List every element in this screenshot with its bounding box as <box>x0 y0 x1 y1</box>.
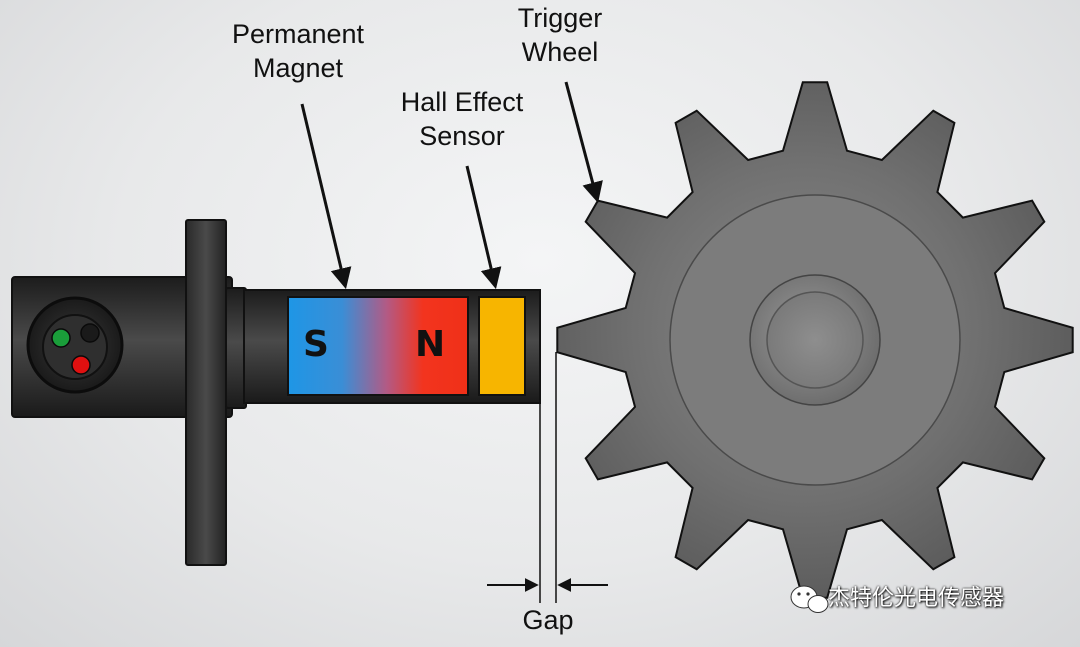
permanent-magnet-label: Permanent Magnet <box>218 18 378 86</box>
permanent-magnet <box>287 296 469 396</box>
hall-effect-sensor-label-line2: Sensor <box>419 120 505 151</box>
trigger-wheel <box>556 81 1074 599</box>
trigger-wheel-label-line2: Wheel <box>521 36 599 67</box>
permanent-magnet-label-line2: Magnet <box>252 52 344 83</box>
wheel-bore <box>766 291 864 389</box>
south-pole-label: S <box>303 324 329 365</box>
hall-effect-chip <box>478 296 526 396</box>
gap-dimension <box>487 352 608 603</box>
magnet-pointer-arrow <box>300 103 352 290</box>
trigger-wheel-label: Trigger Wheel <box>500 2 620 70</box>
gap-label: Gap <box>522 605 574 635</box>
connector-pin-green <box>51 328 71 348</box>
sensor-pointer-arrow <box>465 165 502 290</box>
north-pole-label: N <box>415 324 446 365</box>
trigger-wheel-label-line1: Trigger <box>517 3 603 33</box>
connector-pin-red <box>71 355 91 375</box>
wechat-icon <box>790 585 829 613</box>
connector-pin-black <box>80 323 100 343</box>
hall-effect-sensor-label-line1: Hall Effect <box>400 87 524 117</box>
electrical-connector <box>26 296 124 394</box>
wheel-pointer-arrow <box>564 81 603 204</box>
watermark-text: 杰特伦光电传感器 <box>828 585 1005 610</box>
permanent-magnet-label-line1: Permanent <box>231 19 365 49</box>
hall-effect-sensor-label: Hall Effect Sensor <box>382 86 542 154</box>
